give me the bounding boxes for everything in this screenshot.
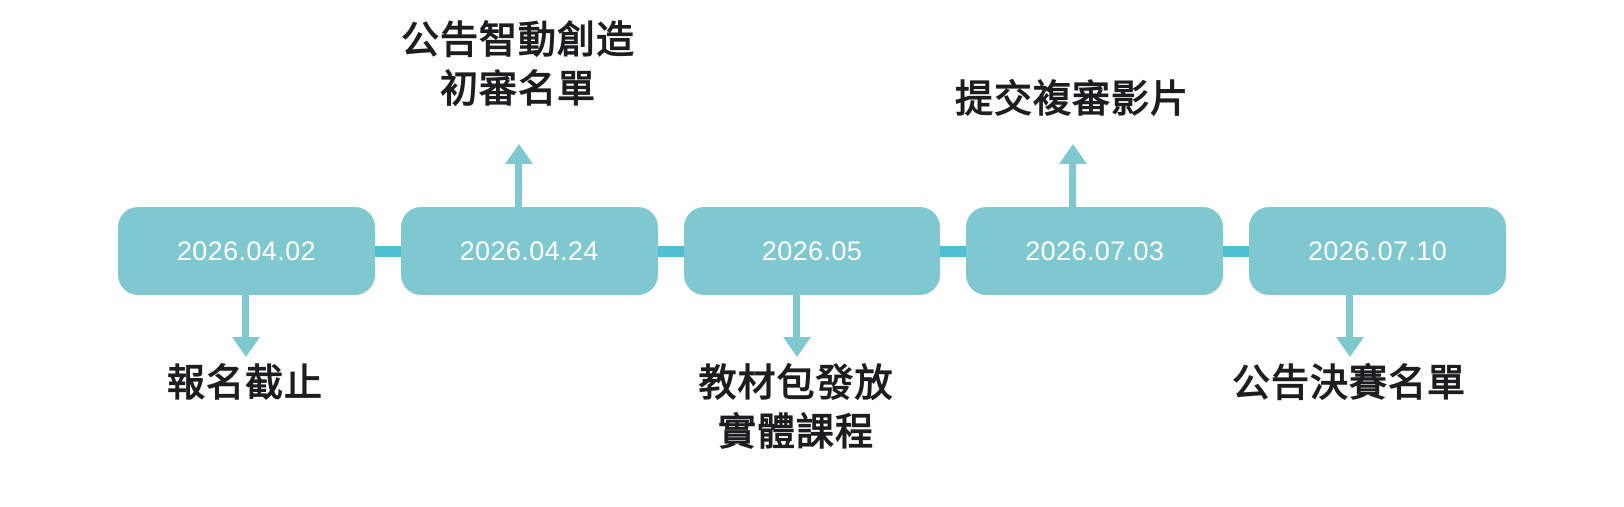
arrow-stem-milestone-2: [515, 163, 522, 208]
milestone-date-2: 2026.04.24: [459, 235, 599, 266]
chip-connector-4: [1223, 245, 1250, 257]
milestone-label-2-line-1: 公告智動創造: [400, 20, 636, 62]
milestone-label-4: 提交複審影片: [955, 76, 1189, 125]
chip-connector-2: [657, 245, 684, 257]
chip-connector-3: [940, 245, 967, 257]
arrow-head-down-milestone-1: [231, 337, 260, 357]
arrow-head-up-milestone-2: [504, 144, 533, 164]
milestone-label-3-line-1: 教材包發放: [698, 363, 894, 405]
milestone-date-3: 2026.05: [761, 235, 863, 266]
chip-connector-1: [374, 245, 401, 257]
arrow-stem-milestone-5: [1346, 295, 1353, 340]
milestone-label-1: 報名截止: [167, 360, 323, 409]
arrow-stem-milestone-1: [242, 295, 249, 340]
milestone-date-5: 2026.07.10: [1308, 235, 1448, 266]
milestone-date-1: 2026.04.02: [176, 235, 316, 266]
arrow-stem-milestone-3: [793, 295, 800, 340]
milestone-chip-4[interactable]: 2026.07.03: [966, 207, 1224, 295]
milestone-chip-1[interactable]: 2026.04.02: [118, 207, 375, 295]
milestone-label-3: 教材包發放 實體課程: [698, 360, 893, 459]
milestone-date-4: 2026.07.03: [1025, 235, 1165, 266]
milestone-label-5-line-1: 公告決賽名單: [1231, 363, 1467, 405]
arrow-head-down-milestone-5: [1335, 337, 1364, 357]
timeline-track: 2026.04.02 2026.04.24 2026.05 2026.07.03…: [118, 207, 1506, 295]
milestone-chip-5[interactable]: 2026.07.10: [1249, 207, 1506, 295]
milestone-label-3-line-2: 實體課程: [717, 412, 875, 455]
milestone-chip-3[interactable]: 2026.05: [683, 207, 941, 295]
milestone-label-4-line-1: 提交複審影片: [954, 79, 1190, 121]
milestone-label-2: 公告智動創造 初審名單: [401, 17, 635, 116]
milestone-label-1-line-1: 報名截止: [166, 363, 324, 405]
arrow-stem-milestone-4: [1069, 163, 1076, 208]
milestone-chip-2[interactable]: 2026.04.24: [400, 207, 658, 295]
milestone-label-5: 公告決賽名單: [1232, 360, 1466, 409]
arrow-head-up-milestone-4: [1058, 144, 1087, 164]
milestone-label-2-line-2: 初審名單: [439, 69, 597, 112]
arrow-head-down-milestone-3: [782, 337, 811, 357]
